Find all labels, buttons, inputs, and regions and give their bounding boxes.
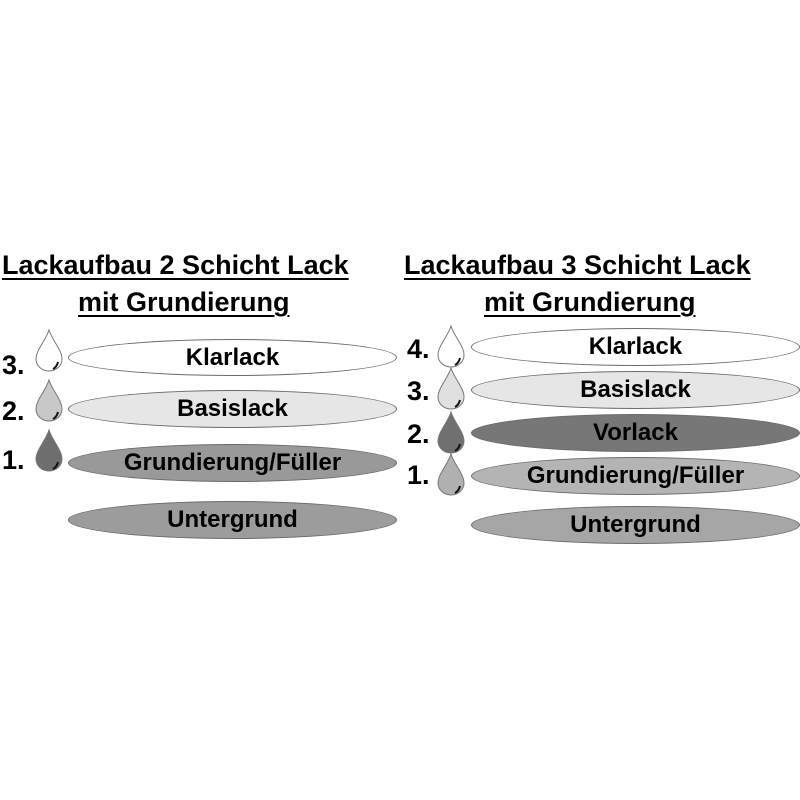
right-title-line2: mit Grundierung xyxy=(484,287,696,317)
right-layer-basislack: Basislack xyxy=(471,371,800,409)
left-title-line2: mit Grundierung xyxy=(78,287,290,317)
paint-drop-icon xyxy=(34,328,64,372)
paint-drop-icon xyxy=(436,366,466,410)
right-layer-label: Klarlack xyxy=(588,333,683,360)
right-layer-label: Vorlack xyxy=(593,419,678,446)
right-layer-label: Grundierung/Füller xyxy=(526,462,745,489)
left-layer-number: 3. xyxy=(2,350,25,380)
right-layer-label: Basislack xyxy=(580,376,691,403)
paint-drop-icon xyxy=(34,378,64,422)
paint-drop-icon xyxy=(436,324,466,368)
left-base-label: Untergrund xyxy=(167,506,298,533)
left-layer-label: Grundierung/Füller xyxy=(123,449,342,476)
right-layer-vorlack: Vorlack xyxy=(471,414,800,452)
right-layer-number: 3. xyxy=(407,376,430,406)
paint-drop-icon xyxy=(436,410,466,454)
right-layer-number: 1. xyxy=(407,460,430,490)
right-layer-number: 4. xyxy=(407,334,430,364)
left-title-line1: Lackaufbau 2 Schicht Lack xyxy=(2,250,349,280)
right-base-label: Untergrund xyxy=(570,511,701,538)
right-title-line1: Lackaufbau 3 Schicht Lack xyxy=(404,250,751,280)
left-layer-untergrund: Untergrund xyxy=(68,501,397,539)
paint-drop-icon xyxy=(34,428,64,472)
left-layer-basislack: Basislack xyxy=(68,390,397,428)
left-layer-number: 2. xyxy=(2,396,25,426)
right-layer-grundierung: Grundierung/Füller xyxy=(471,457,800,495)
paint-drop-icon xyxy=(436,452,466,496)
left-layer-label: Basislack xyxy=(177,395,288,422)
right-layer-number: 2. xyxy=(407,419,430,449)
left-layer-number: 1. xyxy=(2,445,25,475)
left-layer-klarlack: Klarlack xyxy=(68,339,397,376)
right-layer-untergrund: Untergrund xyxy=(471,506,800,544)
right-layer-klarlack: Klarlack xyxy=(471,328,800,366)
left-layer-label: Klarlack xyxy=(185,343,280,371)
left-layer-grundierung: Grundierung/Füller xyxy=(68,444,397,482)
